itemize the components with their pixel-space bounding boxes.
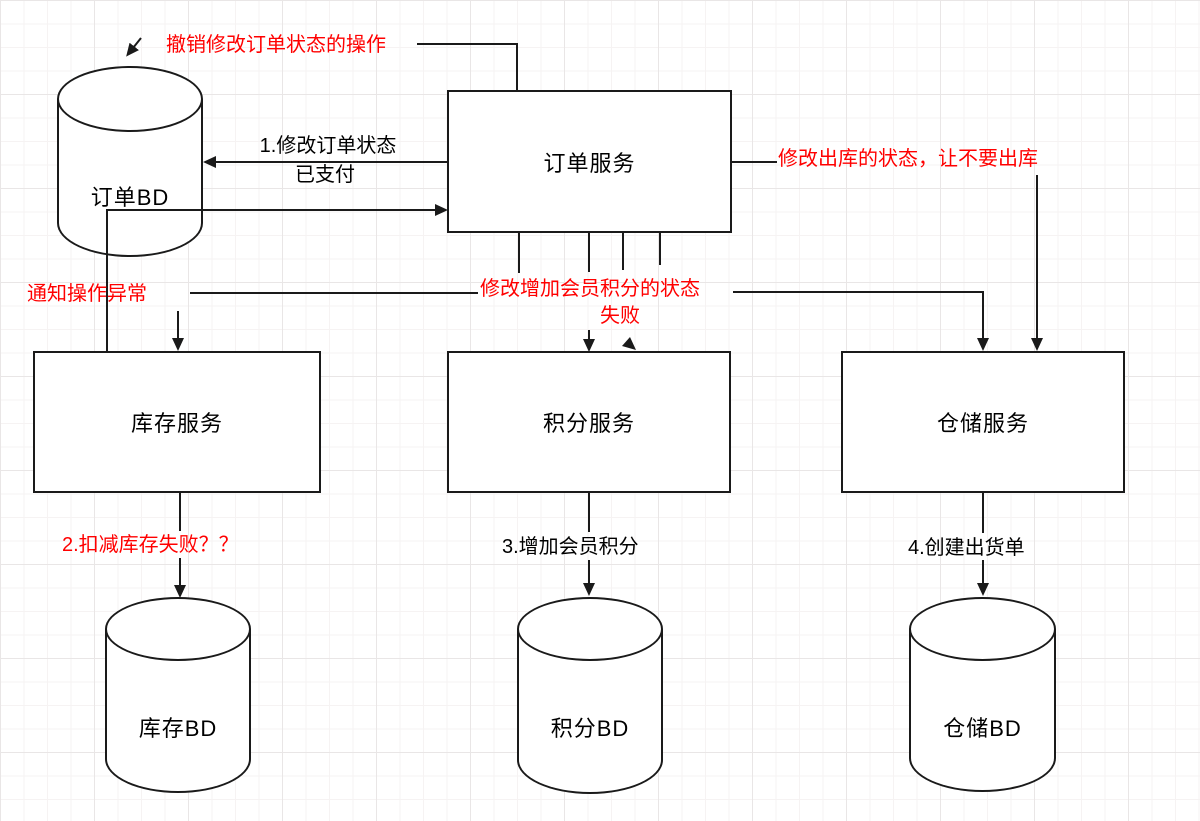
inventory-db-top-ellipse [105,597,251,661]
order-service-label: 订单服务 [543,150,636,176]
points-db-label: 积分BD [550,716,630,741]
inventory-db-label: 库存BD [138,716,218,741]
label-deduct-inventory-fail[interactable]: 2.扣减库存失败？？ [62,534,239,556]
label-notify-exception[interactable]: 通知操作异常 [27,283,147,305]
connector-bent-arrowhead[interactable] [622,337,636,350]
label-add-member-points[interactable]: 3.增加会员积分 [502,536,639,558]
inventory-db-cylinder[interactable]: 库存BD [105,597,251,793]
inventory-service-label: 库存服务 [130,411,223,436]
warehouse-service-box[interactable]: 仓储服务 [841,351,1125,493]
points-service-box[interactable]: 积分服务 [447,351,731,493]
inventory-service-box[interactable]: 库存服务 [33,351,321,493]
connector-undo-to-orderdb[interactable] [417,43,518,90]
order-db-label: 订单BD [90,185,170,210]
label-undo-modify-order[interactable]: 撤销修改订单状态的操作 [166,34,386,56]
order-service-box[interactable]: 订单服务 [447,90,732,233]
points-service-label: 积分服务 [542,411,635,436]
label-fail[interactable]: 失败 [600,305,640,327]
order-db-cylinder[interactable]: 订单BD [57,66,203,257]
points-db-cylinder[interactable]: 积分BD [517,597,663,794]
connector-undo-arrowhead-tail[interactable] [126,37,142,57]
connector-points-status-to-warehouse[interactable] [733,291,989,351]
warehouse-service-label: 仓储服务 [936,411,1029,436]
label-modify-order-status[interactable]: 1.修改订单状态 [259,135,397,157]
label-paid[interactable]: 已支付 [295,164,355,186]
order-db-top-ellipse [57,66,203,132]
warehouse-db-label: 仓储BD [943,716,1022,741]
label-modify-outbound[interactable]: 修改出库的状态，让不要出库 [778,148,1038,170]
label-modify-points-status[interactable]: 修改增加会员积分的状态 [480,278,700,300]
warehouse-db-cylinder[interactable]: 仓储BD [909,597,1056,792]
connector-orderdb-to-orderservice[interactable] [106,204,448,352]
points-db-top-ellipse [517,597,663,661]
label-create-shipment[interactable]: 4.创建出货单 [908,537,1025,559]
warehouse-db-top-ellipse [909,597,1056,661]
